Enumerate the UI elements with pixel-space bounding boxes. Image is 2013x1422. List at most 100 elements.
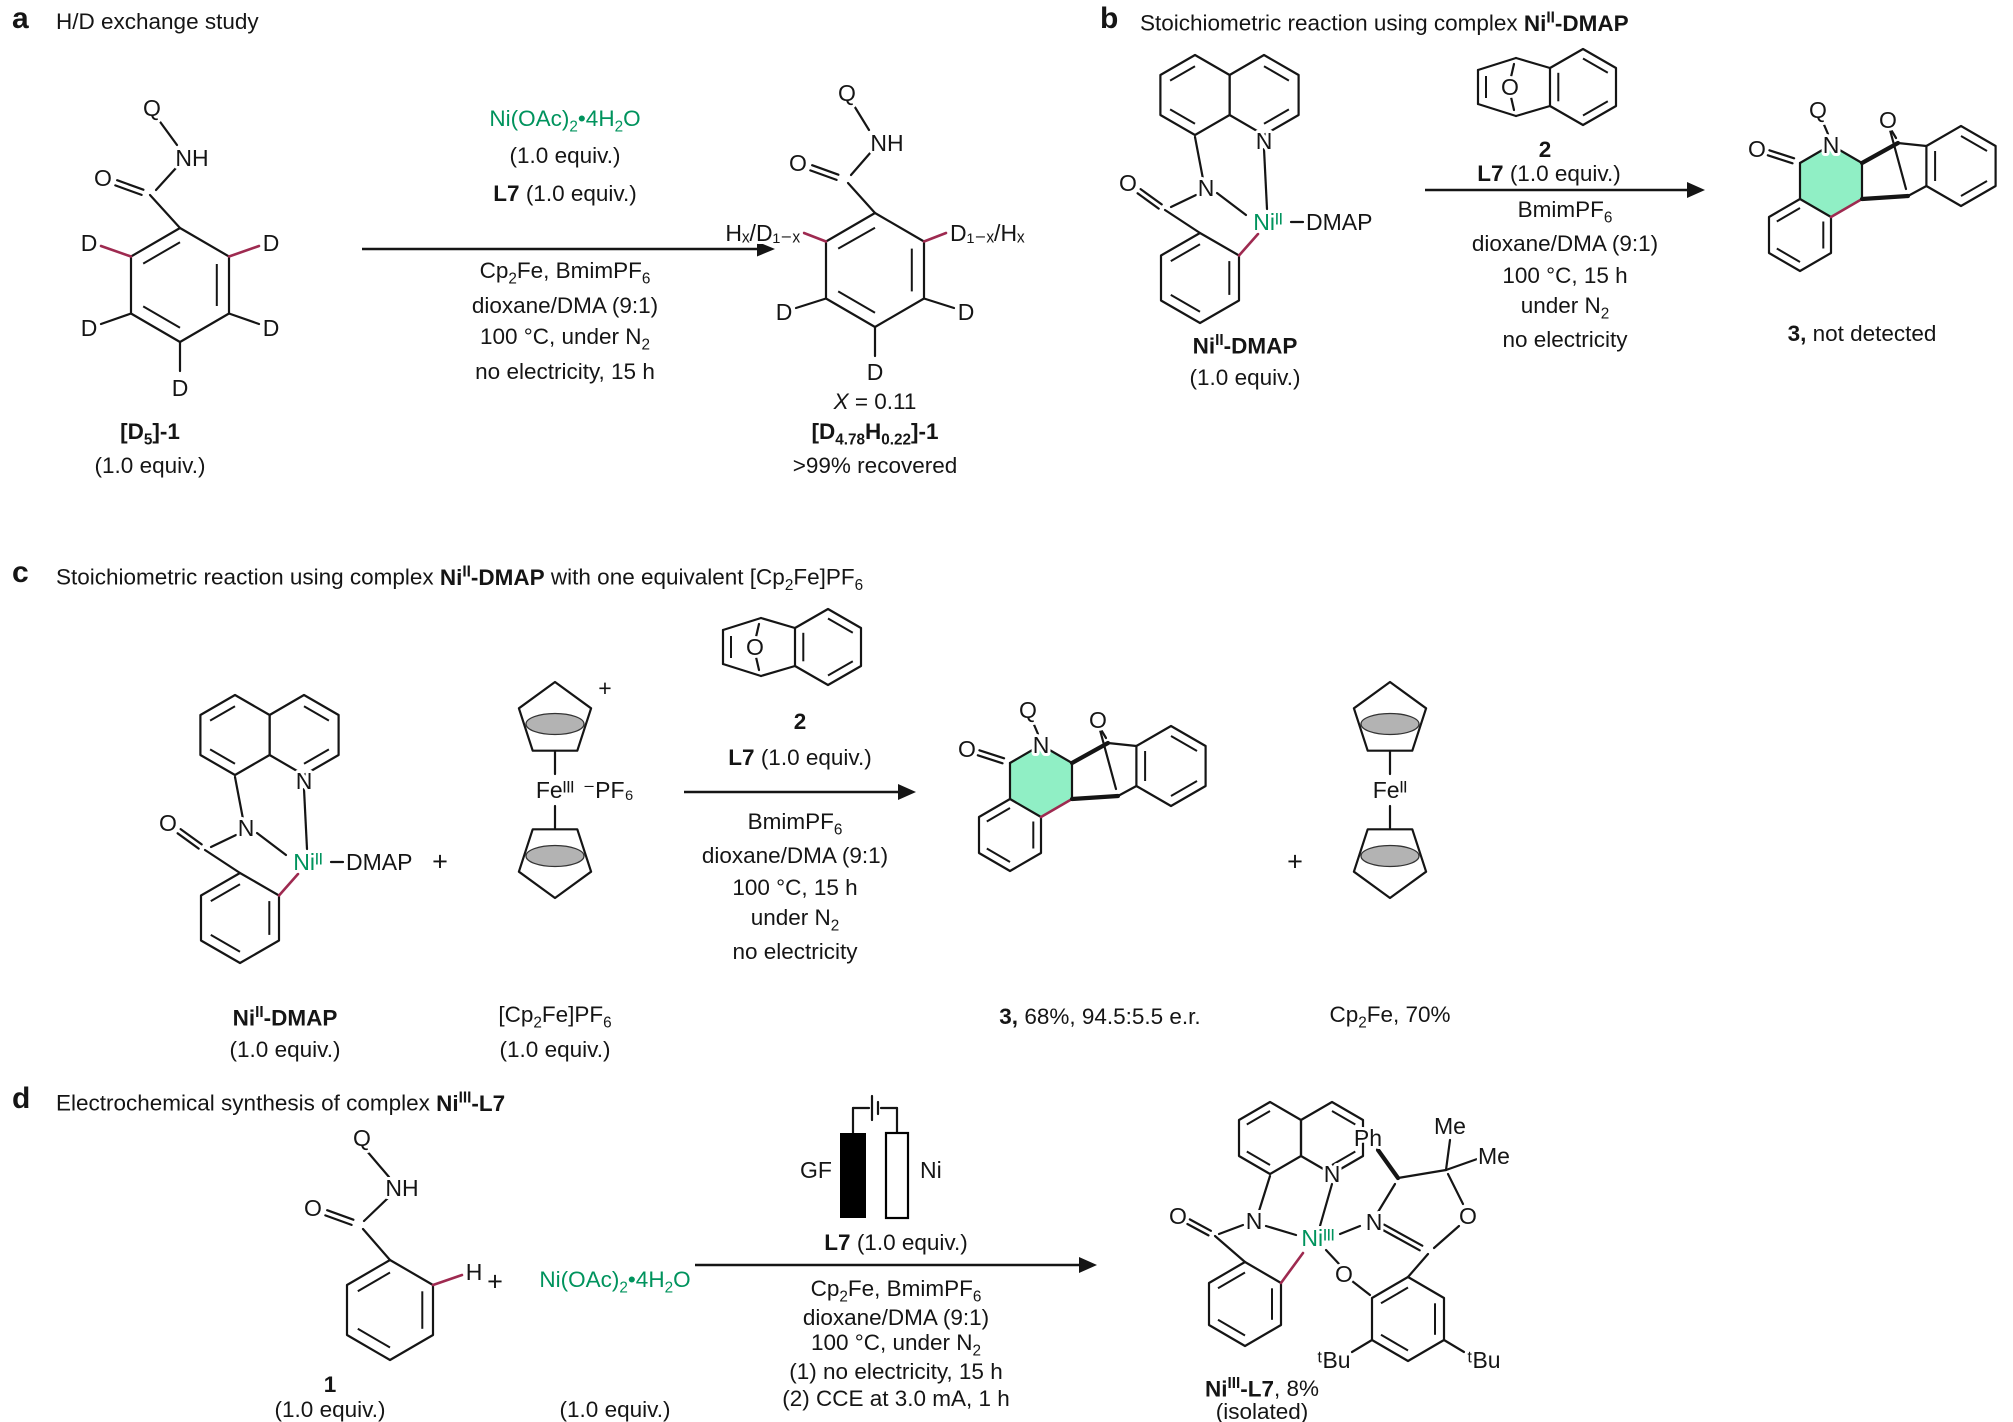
product-recovery-note: >99% recovered xyxy=(792,453,958,479)
panel-label-c: c xyxy=(12,556,29,589)
condition-line-d1: Cp2Fe, BmimPF6 xyxy=(810,1275,982,1306)
reactant-equiv-d: (1.0 equiv.) xyxy=(274,1397,386,1422)
atom-d: D xyxy=(263,315,280,341)
atom-d: D xyxy=(958,299,975,325)
iron-ii-center: Feᴵᴵ xyxy=(1373,777,1408,803)
struct-benzamide-1: Q NH O H xyxy=(301,1122,485,1362)
atom-n-amide: N xyxy=(238,815,255,841)
atom-q: Q xyxy=(143,95,161,121)
condition-line-b2: dioxane/DMA (9:1) xyxy=(1471,231,1659,257)
condition-line-a3: 100 °C, under N2 xyxy=(479,323,651,354)
atom-d: D xyxy=(867,359,884,385)
condition-line-c5: no electricity xyxy=(732,939,858,965)
ferrocenium-equiv: (1.0 equiv.) xyxy=(499,1037,611,1063)
atom-n-quinoline: N xyxy=(1256,128,1273,154)
panel-label-d: d xyxy=(12,1082,31,1115)
atom-n-quinoline: N xyxy=(1324,1161,1341,1187)
atom-o-carbonyl: O xyxy=(1748,136,1766,162)
hd-exchange-label-left: Hₓ/D₁₋ₓ xyxy=(725,220,800,246)
complex-name-b: NiII-DMAP xyxy=(1192,331,1298,358)
nickel-iii-center: Niᴵᴵᴵ xyxy=(1301,1225,1334,1251)
condition-line-b4: under N2 xyxy=(1520,292,1610,323)
cp-ring-plane xyxy=(1360,712,1420,736)
atom-o-bridge: O xyxy=(746,634,764,660)
atom-nh: NH xyxy=(175,145,208,171)
panel-label-a: a xyxy=(12,2,29,35)
compound2-label-c: 2 xyxy=(793,709,807,735)
condition-line-d2: dioxane/DMA (9:1) xyxy=(802,1305,990,1331)
atom-o: O xyxy=(94,165,112,191)
atom-d: D xyxy=(263,230,280,256)
panel-title-a: H/D exchange study xyxy=(56,9,259,34)
x-value-note: X = 0.11 xyxy=(833,389,917,415)
atom-d: D xyxy=(81,230,98,256)
reactant-label-d: 1 xyxy=(323,1372,337,1398)
condition-l7-b: L7 (1.0 equiv.) xyxy=(1477,161,1621,187)
highlight-new-ring xyxy=(1800,145,1862,217)
atom-q: Q xyxy=(1809,97,1827,123)
highlight-new-ring xyxy=(1010,745,1072,817)
struct-d5-benzamide: Q NH O D D D D D xyxy=(78,92,283,404)
struct-product-a: Q NH O Hₓ/D₁₋ₓ D₁₋ₓ/Hₓ D D D xyxy=(722,77,1028,388)
condition-line-d3: 100 °C, under N2 xyxy=(810,1329,982,1360)
atom-q: Q xyxy=(353,1125,371,1151)
pf6-counterion: ⁻PF₆ xyxy=(583,777,634,803)
atom-q: Q xyxy=(838,80,856,106)
reaction-arrow-c xyxy=(684,784,916,800)
atom-o: O xyxy=(1119,170,1137,196)
condition-line-d5: (2) CCE at 3.0 mA, 1 h xyxy=(782,1386,1010,1412)
atom-n: N xyxy=(1033,732,1050,758)
atom-o-oxazoline: O xyxy=(1459,1203,1477,1229)
atom-o: O xyxy=(789,150,807,176)
atom-h-ortho: H xyxy=(466,1259,483,1285)
struct-ferrocenium: + Feᴵᴵᴵ ⁻PF₆ xyxy=(517,672,637,900)
product-label-c: 3, 68%, 94.5:5.5 e.r. xyxy=(999,1004,1201,1030)
panel-label-b: b xyxy=(1100,2,1119,35)
condition-l7-a: L7 (1.0 equiv.) xyxy=(493,181,637,207)
cp-ring-plane xyxy=(1360,844,1420,868)
atom-d: D xyxy=(776,299,793,325)
product-name-a: [D4.78H0.22]-1 xyxy=(811,418,939,449)
struct-ni2-dmap-c: N N Niᴵᴵ DMAP O xyxy=(156,693,415,965)
phenyl-substituent: Ph xyxy=(1354,1125,1382,1151)
condition-line-b1: BmimPF6 xyxy=(1517,196,1613,227)
condition-line-a2: dioxane/DMA (9:1) xyxy=(471,293,659,319)
condition-line-d4: (1) no electricity, 15 h xyxy=(789,1359,1003,1385)
reactant-equiv-a: (1.0 equiv.) xyxy=(94,453,206,479)
hd-exchange-label-right: D₁₋ₓ/Hₓ xyxy=(950,220,1025,246)
complex-equiv-b: (1.0 equiv.) xyxy=(1189,365,1301,391)
atom-n-oxazoline: N xyxy=(1366,1209,1383,1235)
nickel-salt-equiv-d: (1.0 equiv.) xyxy=(559,1397,671,1422)
panel-title-b: Stoichiometric reaction using complex Ni… xyxy=(1140,9,1629,36)
electrode-pair: GF Ni xyxy=(797,1094,945,1220)
atom-n-amide: N xyxy=(1246,1208,1263,1234)
condition-line-c2: dioxane/DMA (9:1) xyxy=(701,843,889,869)
condition-l7-d: L7 (1.0 equiv.) xyxy=(824,1230,968,1256)
atom-o-carbonyl: O xyxy=(958,736,976,762)
product-label-d: NiIII-L7, 8% xyxy=(1204,1374,1320,1401)
atom-n-quinoline: N xyxy=(296,768,313,794)
condition-l7-c: L7 (1.0 equiv.) xyxy=(728,745,872,771)
atom-nh: NH xyxy=(870,130,903,156)
product-note-d: (isolated) xyxy=(1215,1399,1309,1422)
condition-line-b3: 100 °C, 15 h xyxy=(1502,263,1628,289)
atom-d: D xyxy=(81,315,98,341)
struct-product3-c: N Q O O xyxy=(955,694,1207,873)
condition-line-a4: no electricity, 15 h xyxy=(475,359,655,385)
product-label-b: 3, not detected xyxy=(1787,321,1937,347)
atom-q: Q xyxy=(1019,697,1037,723)
reactant-name-a: [D5]-1 xyxy=(120,418,180,449)
struct-ferrocene: Feᴵᴵ xyxy=(1352,680,1428,900)
panel-title-d: Electrochemical synthesis of complex NiI… xyxy=(56,1089,506,1116)
condition-line-c1: BmimPF6 xyxy=(747,808,843,839)
nickel-salt-d: Ni(OAc)2•4H2O xyxy=(539,1266,691,1297)
ferrocene-label: Cp2Fe, 70% xyxy=(1329,1001,1451,1032)
condition-equiv-a: (1.0 equiv.) xyxy=(509,143,621,169)
compound2-label-b: 2 xyxy=(1538,137,1552,163)
condition-line-c4: under N2 xyxy=(750,904,840,935)
atom-o: O xyxy=(159,810,177,836)
positive-charge: + xyxy=(598,675,611,701)
atom-n: N xyxy=(1823,132,1840,158)
